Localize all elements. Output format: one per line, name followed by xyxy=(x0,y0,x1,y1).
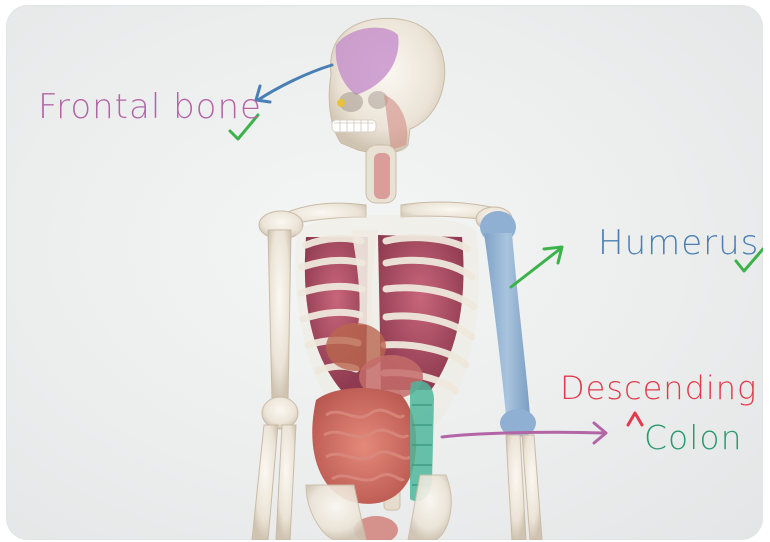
skeleton-illustration xyxy=(6,5,763,540)
frontal-arrow-icon xyxy=(258,65,332,100)
right-arm xyxy=(480,211,542,540)
left-arm xyxy=(252,230,298,540)
colon-label: Colon xyxy=(644,418,743,457)
image-card: Frontal bone Humerus Descending Colon xyxy=(6,5,763,540)
humerus-label: Humerus xyxy=(598,223,759,263)
frontal-bone-label: Frontal bone xyxy=(38,87,262,127)
humerus-arrow-icon xyxy=(511,249,560,287)
neck xyxy=(366,145,396,203)
caret-insert-icon xyxy=(628,413,642,425)
humerus-highlight xyxy=(484,233,530,415)
descending-label: Descending xyxy=(560,369,757,407)
skull xyxy=(329,18,445,153)
